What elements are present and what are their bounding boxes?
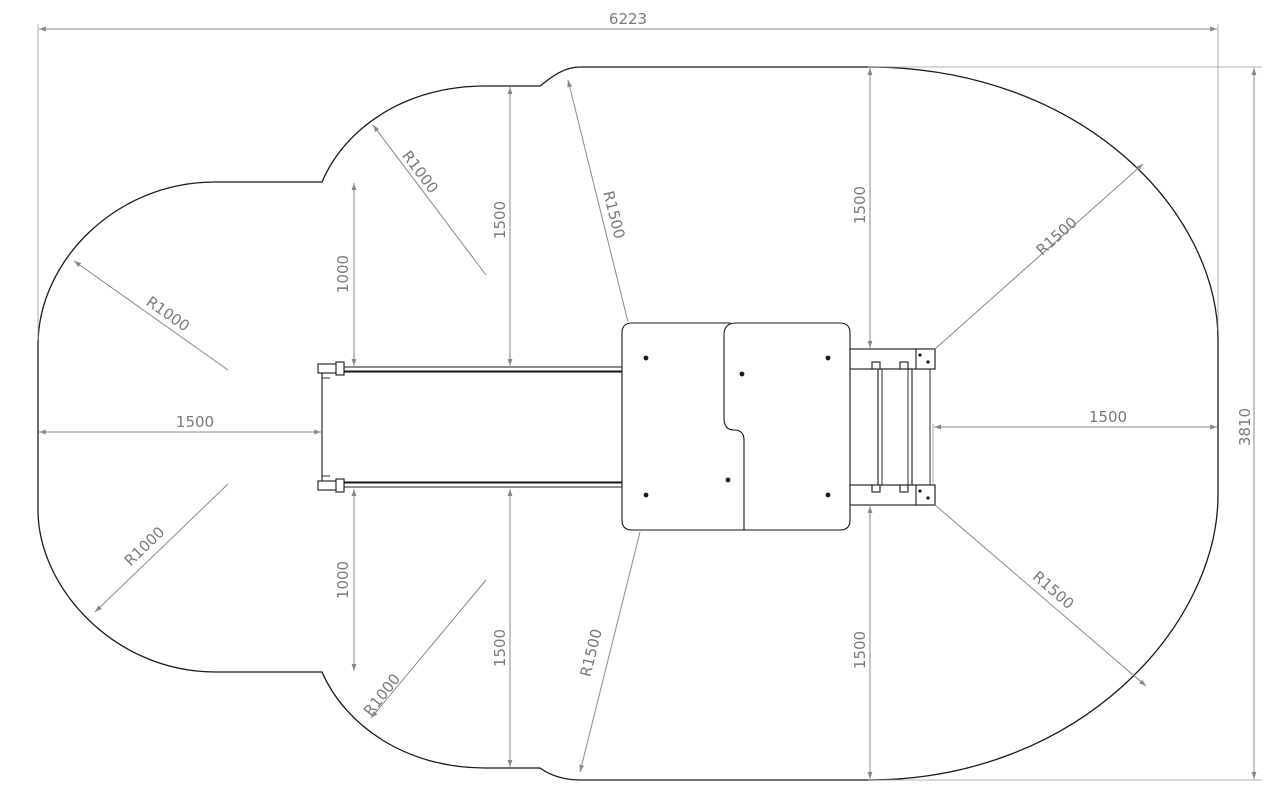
mount-hole — [725, 477, 731, 483]
radius-upper-center: R1500 — [567, 79, 629, 323]
dimension-text: 1500 — [491, 629, 509, 667]
dimension-lower-left-1000: 1000 — [334, 489, 357, 671]
dimension-text: R1500 — [599, 189, 628, 241]
safety-zone-outline — [37, 66, 1219, 781]
dimension-left-1500: 1500 — [39, 413, 321, 435]
mount-hole — [643, 355, 649, 361]
dimension-overall-width: 6223 — [37, 10, 1219, 340]
dimension-text: 1000 — [334, 561, 352, 599]
dimension-text: 6223 — [609, 10, 647, 28]
dimension-lower-mid-1500: 1500 — [491, 489, 513, 767]
platform-right-plate — [723, 322, 851, 531]
dimension-right-1500: 1500 — [932, 408, 1217, 484]
conveyor-belt — [321, 371, 623, 483]
dimension-text: R1000 — [398, 147, 442, 197]
dimension-upper-left-1000: 1000 — [334, 183, 357, 366]
dimension-text: R1500 — [1033, 213, 1081, 259]
dimension-upper-mid-1500: 1500 — [491, 87, 513, 366]
rear-frame — [849, 348, 936, 506]
mount-hole — [825, 492, 831, 498]
platform — [621, 322, 851, 531]
mount-hole — [825, 355, 831, 361]
radius-upper-right: R1500 — [934, 163, 1144, 350]
dimension-text: R1000 — [360, 670, 404, 719]
conveyor — [317, 361, 623, 493]
dimension-text: 1500 — [851, 186, 869, 224]
radius-lower-center: R1500 — [577, 531, 641, 773]
radius-upper-neck: R1000 — [372, 124, 487, 276]
dimension-text: 1000 — [334, 255, 352, 293]
dimension-upper-right-1500: 1500 — [851, 68, 873, 348]
dimension-text: 1500 — [851, 631, 869, 669]
radius-lower-right: R1500 — [934, 504, 1147, 687]
dimension-text: R1000 — [143, 293, 193, 336]
radius-lower-neck: R1000 — [360, 579, 487, 720]
dimension-text: 1500 — [491, 201, 509, 239]
radius-upper-left: R1000 — [73, 260, 229, 371]
mount-hole — [739, 371, 745, 377]
dimension-lower-right-1500: 1500 — [851, 506, 873, 779]
dimension-text: 1500 — [1089, 408, 1127, 426]
mount-hole — [643, 492, 649, 498]
dimension-text: R1000 — [121, 523, 168, 570]
dimension-text: 1500 — [176, 413, 214, 431]
radius-lower-left: R1000 — [94, 483, 229, 613]
dimension-overall-height: 3810 — [868, 66, 1262, 781]
dimension-text: 3810 — [1236, 408, 1254, 446]
dimension-text: R1500 — [577, 627, 606, 679]
